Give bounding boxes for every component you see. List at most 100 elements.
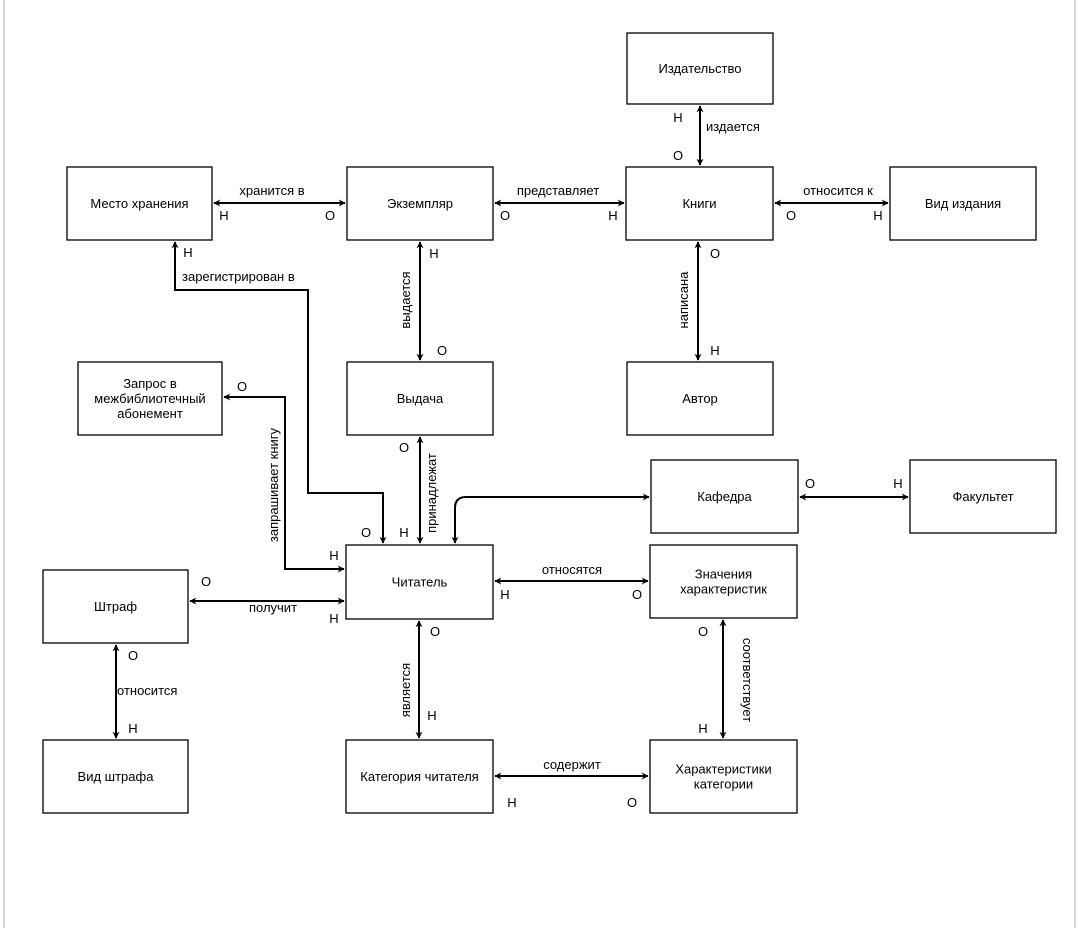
cardinality-label: О — [201, 574, 211, 589]
cardinality-label: Н — [608, 208, 617, 223]
entity-box — [345, 544, 494, 620]
cardinality-label: О — [325, 208, 335, 223]
cardinality-label: Н — [329, 611, 338, 626]
entity-label: категории — [694, 777, 753, 792]
cardinality-label: О — [710, 246, 720, 261]
cardinality-label: О — [361, 525, 371, 540]
entity-box — [42, 569, 189, 644]
cardinality-label: Н — [507, 795, 516, 810]
entity-box — [626, 361, 774, 436]
cardinality-label: Н — [673, 110, 682, 125]
entity-box — [650, 459, 799, 534]
entity-kafedra[interactable]: Кафедра — [650, 459, 799, 534]
entity-knigi[interactable]: Книги — [625, 166, 774, 241]
entity-izdatelstvo[interactable]: Издательство — [626, 32, 774, 105]
cardinality-label: О — [805, 476, 815, 491]
cardinality-label: Н — [399, 525, 408, 540]
entity-label: Издательство — [659, 61, 742, 76]
entity-kategoriya[interactable]: Категория читателя — [345, 739, 494, 814]
cardinality-label: Н — [710, 343, 719, 358]
relation-label: относится к — [803, 183, 873, 198]
entity-mesto[interactable]: Место хранения — [66, 166, 213, 241]
cardinality-label: Н — [219, 208, 228, 223]
entity-label: Значения — [695, 567, 752, 582]
relation-line — [223, 393, 345, 573]
relation-zaregistrirovan — [171, 241, 387, 544]
relation-label: содержит — [543, 757, 601, 772]
relation-label: относятся — [542, 562, 602, 577]
entity-shtraf[interactable]: Штраф — [42, 569, 189, 644]
cardinality-label: О — [698, 624, 708, 639]
cardinality-label: О — [786, 208, 796, 223]
entity-label: Кафедра — [697, 489, 752, 504]
entity-label: межбиблиотечный — [94, 391, 205, 406]
cardinality-label: Н — [329, 548, 338, 563]
cardinality-label: О — [399, 440, 409, 455]
cardinality-label: О — [632, 587, 642, 602]
entity-ekzemplyar[interactable]: Экземпляр — [346, 166, 494, 241]
cardinality-label: Н — [500, 587, 509, 602]
entity-vid_izdaniya[interactable]: Вид издания — [889, 166, 1037, 241]
cardinality-label: Н — [698, 721, 707, 736]
entity-box — [889, 166, 1037, 241]
relation-line — [451, 493, 650, 544]
cardinality-label: О — [673, 148, 683, 163]
entity-box — [346, 166, 494, 241]
entity-label: Книги — [682, 196, 716, 211]
relation-label: принадлежат — [424, 453, 439, 533]
entity-box — [649, 544, 798, 619]
entity-avtor[interactable]: Автор — [626, 361, 774, 436]
entity-fakultet[interactable]: Факультет — [909, 459, 1057, 534]
cardinality-label: О — [627, 795, 637, 810]
relation-label: запрашивает книгу — [266, 427, 281, 542]
relation-line — [171, 241, 387, 544]
entity-label: Вид издания — [925, 196, 1001, 211]
entity-label: Выдача — [397, 391, 444, 406]
relation-label: представляет — [517, 183, 599, 198]
relation-label: является — [398, 663, 413, 717]
relation-label: хранится в — [239, 183, 304, 198]
entity-box — [77, 361, 223, 436]
entity-label: Категория читателя — [360, 769, 478, 784]
entity-box — [626, 32, 774, 105]
entity-label: абонемент — [117, 406, 183, 421]
entity-label: характеристик — [680, 582, 767, 597]
relation-label: написана — [676, 271, 691, 329]
entity-label: Запрос в — [123, 376, 177, 391]
cardinality-label: О — [430, 624, 440, 639]
entity-label: Вид штрафа — [78, 769, 155, 784]
entity-label: Факультет — [952, 489, 1013, 504]
relation-zaprashivaet — [223, 393, 345, 573]
cardinality-label: О — [237, 379, 247, 394]
cardinality-label: О — [437, 343, 447, 358]
entity-chitatel[interactable]: Читатель — [345, 544, 494, 620]
relation-label: относится — [117, 683, 177, 698]
entity-label: Экземпляр — [387, 196, 453, 211]
entity-vydacha[interactable]: Выдача — [346, 361, 494, 436]
entity-box — [66, 166, 213, 241]
entity-label: Автор — [682, 391, 718, 406]
cardinality-label: О — [500, 208, 510, 223]
relation-label: соответствует — [740, 638, 755, 722]
entity-box — [42, 739, 189, 814]
relation-label: получит — [249, 600, 297, 615]
cardinality-label: Н — [429, 246, 438, 261]
entity-label: Штраф — [94, 599, 137, 614]
entity-vid_shtrafa[interactable]: Вид штрафа — [42, 739, 189, 814]
entity-box — [625, 166, 774, 241]
entity-box — [346, 361, 494, 436]
relation-label: издается — [706, 119, 760, 134]
entity-box — [345, 739, 494, 814]
cardinality-label: Н — [873, 208, 882, 223]
cardinality-label: О — [128, 648, 138, 663]
relation-chitatel-kafedra — [451, 493, 650, 544]
entity-box — [909, 459, 1057, 534]
entity-label: Характеристики — [675, 762, 771, 777]
cardinality-label: Н — [893, 476, 902, 491]
cardinality-label: Н — [183, 245, 192, 260]
